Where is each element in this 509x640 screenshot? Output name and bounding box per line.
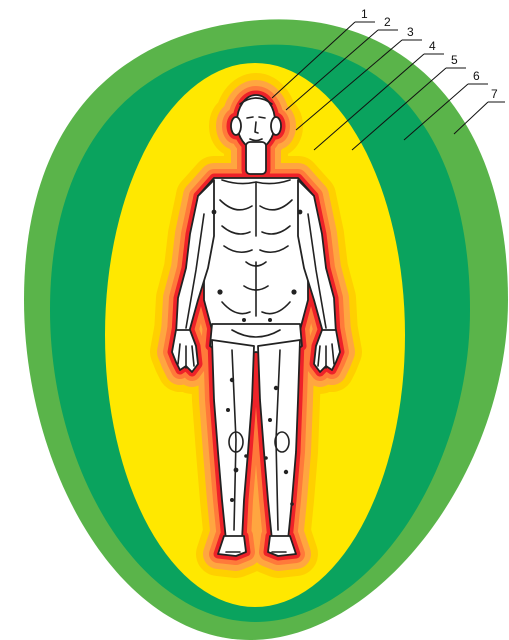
callout-number-1: 1 xyxy=(361,7,368,21)
callout-number-2: 2 xyxy=(384,15,391,29)
callout-number-7: 7 xyxy=(491,87,498,101)
callout-number-3: 3 xyxy=(407,25,414,39)
callout-number-4: 4 xyxy=(429,39,436,53)
callout-number-6: 6 xyxy=(473,69,480,83)
callout-number-5: 5 xyxy=(451,53,458,67)
